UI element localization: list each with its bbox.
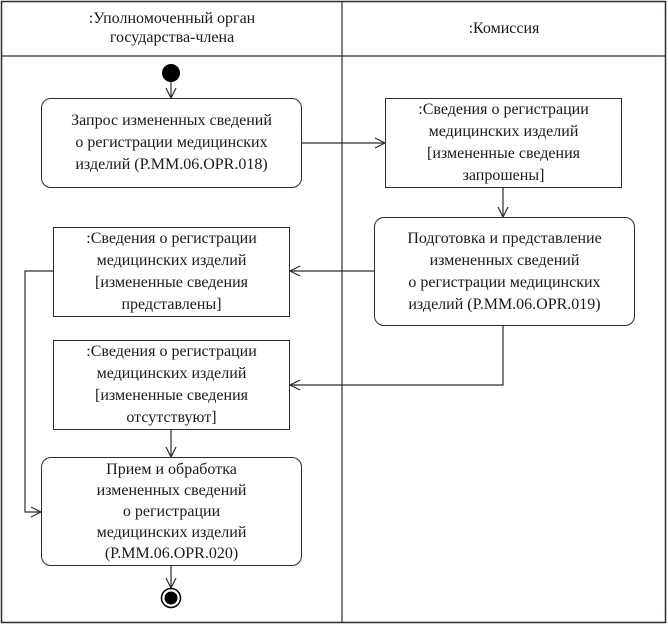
object-label: :Сведения о регистрации медицинских изде…: [86, 343, 257, 426]
object-label: :Сведения о регистрации медицинских изде…: [86, 230, 257, 313]
flow-object-presented-to-receive: [24, 270, 53, 512]
initial-node: [162, 64, 180, 82]
action-receive-process-info: Прием и обработка измененных сведений о …: [41, 457, 302, 566]
action-label: Запрос измененных сведений о регистрации…: [71, 112, 272, 173]
object-info-absent: :Сведения о регистрации медицинских изде…: [53, 340, 290, 430]
action-label: Прием и обработка измененных сведений о …: [96, 461, 247, 562]
swimlane-title-member-state: :Уполномоченный орган государства-члена: [2, 0, 342, 56]
object-info-presented: :Сведения о регистрации медицинских изде…: [53, 227, 290, 317]
object-info-requested: :Сведения о регистрации медицинских изде…: [385, 98, 622, 188]
swimlane-title-text: :Комиссия: [468, 19, 540, 37]
swimlane-title-text: :Уполномоченный орган государства-члена: [88, 10, 256, 46]
flow-prepare-to-object-absent: [290, 326, 504, 385]
swimlane-title-commission: :Комиссия: [342, 0, 666, 56]
action-label: Подготовка и представление измененных св…: [407, 229, 602, 313]
action-request-changed-info: Запрос измененных сведений о регистрации…: [41, 98, 302, 188]
action-prepare-changed-info: Подготовка и представление измененных св…: [374, 217, 635, 326]
final-node-core: [164, 591, 178, 605]
object-label: :Сведения о регистрации медицинских изде…: [418, 101, 589, 184]
